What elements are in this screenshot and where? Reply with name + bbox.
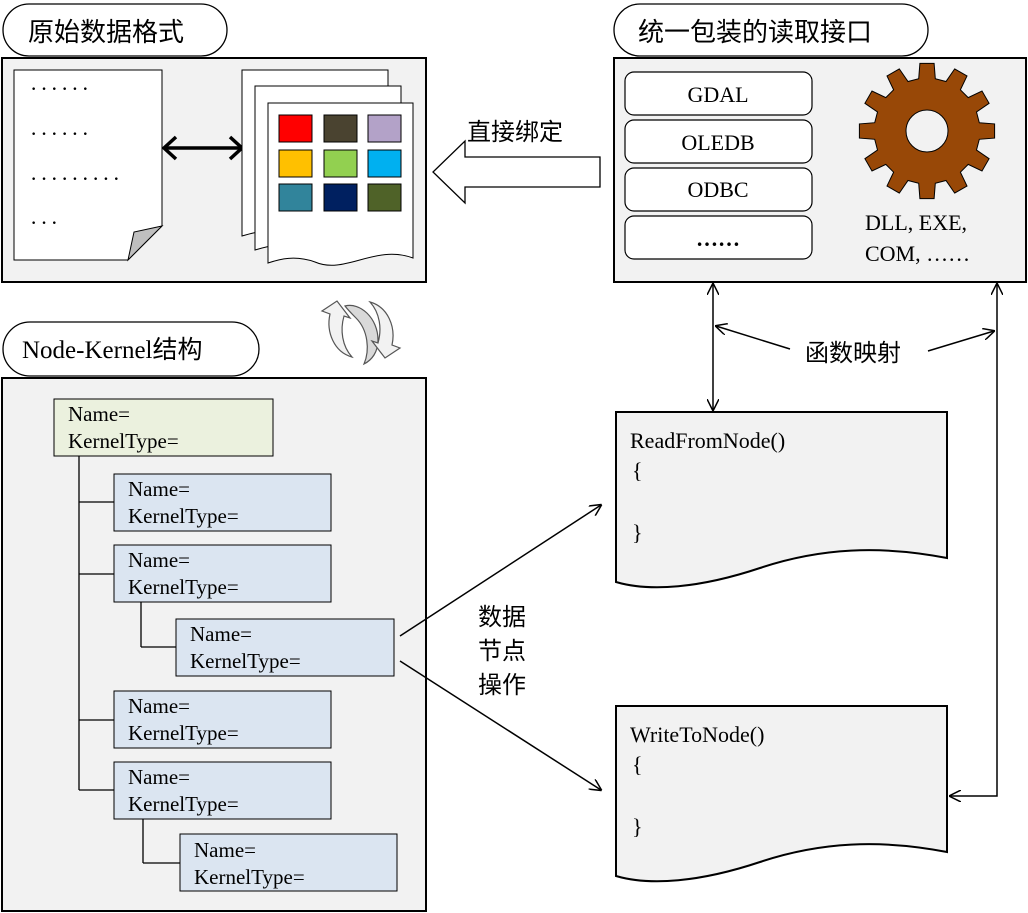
function-mapping-pointer-right — [927, 331, 994, 352]
raw-doc-line-4: ··· — [30, 210, 61, 235]
direct-bind-label: 直接绑定 — [467, 118, 563, 146]
node-ops-label-line3: 操作 — [478, 671, 526, 699]
node-to-read-arrow — [399, 505, 601, 637]
tree-node-name: Name= — [128, 694, 190, 718]
color-grid — [278, 114, 402, 212]
driver-oledb-label: OLEDB — [681, 130, 754, 155]
tree-root-node — [53, 398, 274, 457]
tree-node-kernel: KernelType= — [190, 649, 301, 673]
read-from-node-open-brace: { — [632, 458, 643, 483]
tree-child-node — [113, 544, 332, 603]
interface-write-connector — [950, 284, 997, 796]
read-from-node-signature: ReadFromNode() — [630, 428, 785, 453]
color-cell — [323, 149, 358, 178]
node-kernel-title: Node-Kernel结构 — [22, 336, 203, 364]
write-to-node-close-brace: } — [632, 814, 643, 839]
color-cell — [367, 149, 402, 178]
tree-child-node — [113, 761, 332, 820]
direct-bind-block-arrow — [432, 139, 601, 205]
color-cell — [367, 114, 402, 143]
raw-document-fold — [127, 225, 164, 262]
driver-more-box — [624, 215, 813, 260]
read-from-node-doc — [615, 411, 948, 589]
tree-child-node — [113, 473, 332, 532]
raw-doc-line-1: ······ — [30, 76, 92, 101]
function-mapping-pointer-left — [716, 326, 791, 350]
tree-node-kernel: KernelType= — [128, 575, 239, 599]
unified-interface-title: 统一包装的读取接口 — [638, 18, 872, 48]
write-to-node-signature: WriteToNode() — [630, 722, 764, 747]
tree-node-name: Name= — [128, 548, 190, 572]
raw-format-title-pill — [2, 3, 228, 57]
tree-node-name: Name= — [68, 402, 130, 426]
tree-node-kernel: KernelType= — [128, 721, 239, 745]
color-cell — [278, 183, 313, 212]
node-to-write-arrow — [399, 660, 601, 790]
tree-node-name: Name= — [194, 838, 256, 862]
tree-node-name: Name= — [128, 477, 190, 501]
raw-doc-line-3: ········· — [30, 166, 123, 191]
color-cell — [278, 149, 313, 178]
color-cell — [323, 183, 358, 212]
color-cell — [278, 114, 313, 143]
tree-node-kernel: KernelType= — [128, 792, 239, 816]
driver-odbc-box — [624, 167, 813, 212]
tree-grandchild-node — [179, 833, 398, 892]
driver-more-label: …… — [696, 226, 740, 251]
color-cell — [323, 114, 358, 143]
tree-node-kernel: KernelType= — [194, 865, 305, 889]
driver-gdal-box — [624, 71, 813, 116]
node-ops-label-line1: 数据 — [478, 603, 526, 631]
cycle-arrows-icon — [320, 300, 402, 366]
tree-node-kernel: KernelType= — [128, 504, 239, 528]
raw-format-title: 原始数据格式 — [28, 18, 184, 48]
driver-oledb-box — [624, 119, 813, 164]
write-to-node-doc — [615, 705, 948, 883]
color-cell — [367, 183, 402, 212]
raw-doc-line-2: ······ — [30, 121, 92, 146]
node-kernel-title-pill — [2, 321, 260, 377]
tree-grandchild-node — [175, 618, 395, 677]
tree-node-name: Name= — [190, 622, 252, 646]
gear-hole — [905, 109, 949, 153]
function-mapping-label: 函数映射 — [805, 339, 901, 367]
node-ops-label-line2: 节点 — [478, 637, 526, 665]
gear-label-line2: COM, …… — [865, 241, 970, 266]
read-from-node-close-brace: } — [632, 520, 643, 545]
tree-child-node — [113, 690, 332, 749]
tree-connectors — [78, 455, 180, 864]
write-to-node-open-brace: { — [632, 752, 643, 777]
gear-label-line1: DLL, EXE, — [865, 210, 967, 235]
driver-odbc-label: ODBC — [687, 177, 748, 202]
tree-node-name: Name= — [128, 765, 190, 789]
unified-interface-title-pill — [613, 3, 929, 57]
driver-gdal-label: GDAL — [687, 82, 748, 107]
tree-node-kernel: KernelType= — [68, 429, 179, 453]
